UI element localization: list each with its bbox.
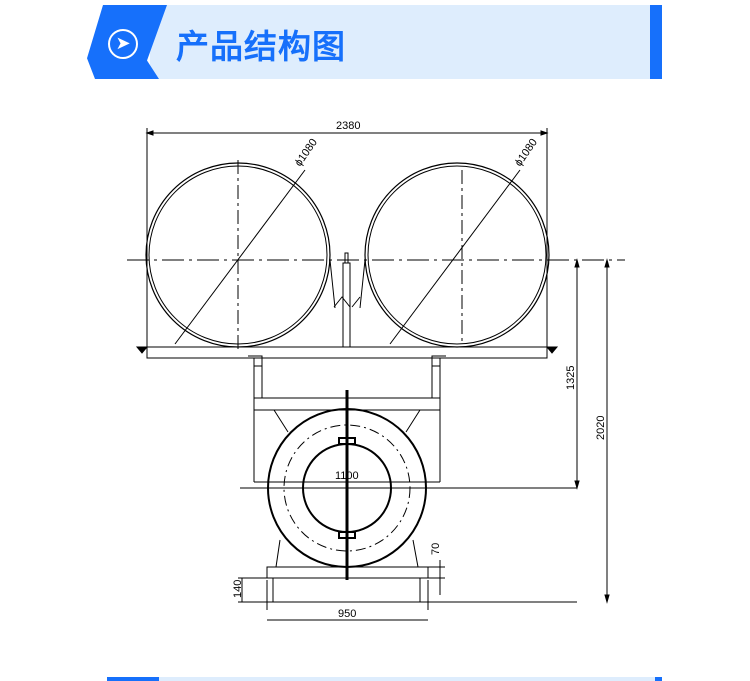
dim-left-diameter: ϕ1080 — [293, 137, 320, 169]
dim-foot-height: 140 — [232, 580, 244, 598]
dim-overall-width: 2380 — [336, 120, 360, 132]
header-right-bar — [650, 5, 662, 79]
footer-band — [159, 677, 655, 681]
left-coil — [145, 160, 331, 350]
dim-ring-width: 1100 — [335, 470, 359, 482]
dim-center-height: 1325 — [565, 366, 577, 390]
chevron-right-circle-icon: ➤ — [108, 29, 138, 59]
dim-base-width: 950 — [338, 608, 356, 620]
dim-plate-thickness: 70 — [430, 543, 442, 555]
feet — [266, 578, 427, 603]
top-base-plate — [146, 346, 548, 359]
right-coil — [364, 162, 550, 348]
header-band — [150, 5, 650, 79]
lower-base-plate — [266, 566, 429, 579]
footer-bar-right — [655, 677, 662, 681]
dim-right-diameter: ϕ1080 — [513, 137, 540, 169]
footer-bar-left — [107, 677, 159, 681]
support-legs — [253, 358, 441, 398]
lower-ring — [267, 390, 427, 580]
page-title: 产品结构图 — [176, 27, 346, 66]
dim-total-height: 2020 — [595, 416, 607, 440]
